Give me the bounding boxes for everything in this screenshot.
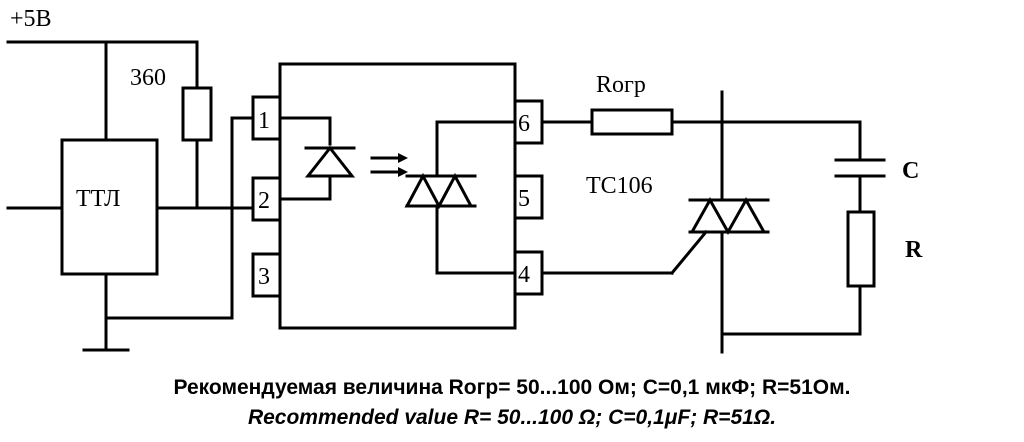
main-triac-symbol [689,196,767,236]
resistor-360 [181,86,213,142]
ttl-label: ТТЛ [76,186,120,212]
caption-russian: Рекомендуемая величина Rогр= 50...100 Ом… [173,376,851,399]
resistor-r [846,210,876,288]
resistor-r-label: R [905,237,923,263]
pin-6-label: 6 [518,111,530,137]
opto-triac-symbol [404,172,474,210]
pin-5 [513,174,544,220]
resistor-360-label: 360 [130,65,166,91]
pin-5-label: 5 [518,186,530,212]
pin-3-label: 3 [258,264,270,290]
rlim-label: Rогр [596,72,646,98]
optocoupler-body [278,62,517,330]
led-diode-symbol [304,145,356,178]
caption-english: Recommended value R= 50...100 Ω; C=0,1μF… [247,406,777,429]
pin-4-label: 4 [518,262,530,288]
pin-1-label: 1 [258,108,270,134]
resistor-rlim [590,108,674,136]
pin-3 [251,252,282,298]
pin-2-label: 2 [258,188,270,214]
supply-label: +5В [10,6,52,32]
triac-label: TC106 [586,173,653,199]
capacitor-label: C [902,158,919,184]
